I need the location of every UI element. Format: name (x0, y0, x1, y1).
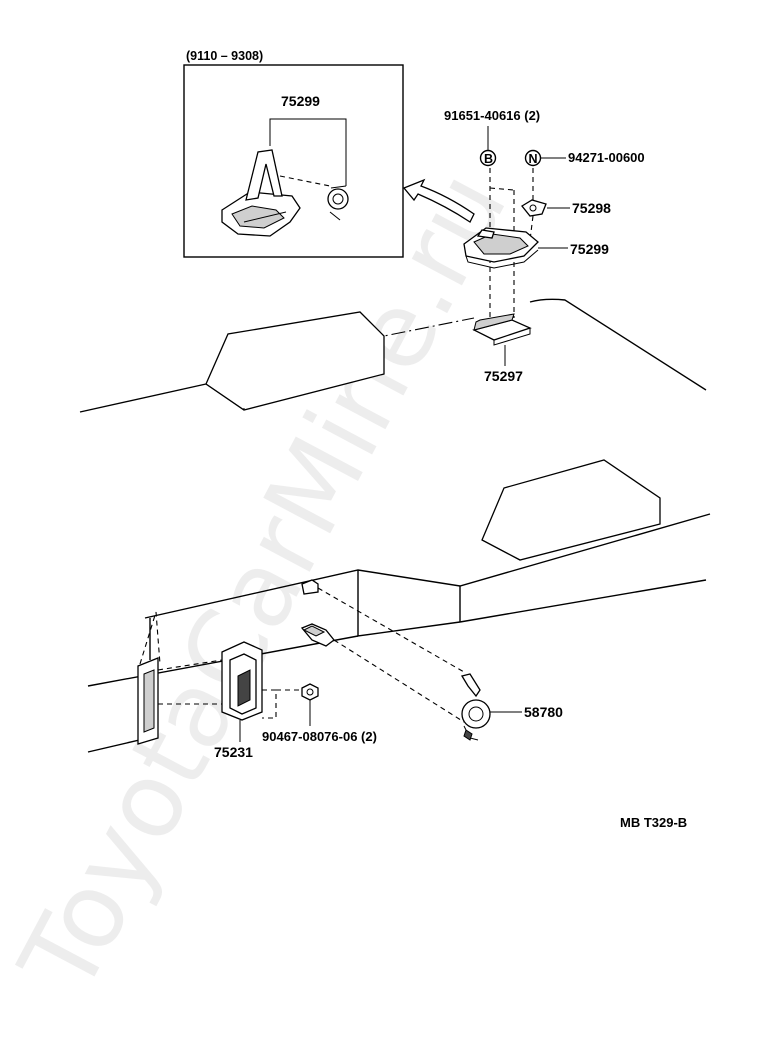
screw-drawing (301, 683, 319, 701)
diagram-reference-code: MB T329-B (620, 815, 687, 830)
watermark: ToyotaCarMine.ru (0, 152, 531, 1012)
inset-part-label: 75299 (281, 93, 320, 109)
bolt-marker: B (479, 149, 497, 167)
clip-dash-lower (333, 639, 465, 723)
nut-75298-drawing (521, 199, 547, 217)
bracket-75299-drawing (463, 227, 539, 269)
upper-vehicle-outline (79, 298, 707, 413)
lamp-dash-screw (262, 689, 277, 719)
svg-text:N: N (529, 152, 538, 166)
label-58780: 58780 (524, 704, 563, 720)
assembly-line-top (489, 187, 515, 191)
label-75231: 75231 (214, 744, 253, 760)
svg-text:B: B (484, 152, 493, 166)
pad-75297-drawing (472, 313, 532, 346)
lamp-75231-drawing (221, 641, 263, 721)
screw-code-label: 90467-08076-06 (2) (262, 729, 377, 744)
label-75299: 75299 (570, 241, 609, 257)
label-75297: 75297 (484, 368, 523, 384)
reference-arrow (402, 178, 475, 223)
label-75298: 75298 (572, 200, 611, 216)
bolt-code-label: 91651-40616 (2) (444, 108, 540, 123)
clip-lower-drawing (300, 623, 335, 647)
holder-58780-drawing (460, 673, 491, 741)
inset-leader (269, 118, 347, 186)
lamp-dash-top (157, 659, 223, 671)
clip-dash-upper (317, 587, 465, 673)
inset-variant-box: (9110 – 9308) 75299 (183, 49, 404, 258)
nut-marker: N (524, 149, 542, 167)
inset-frame (183, 64, 404, 258)
nut-code-label: 94271-00600 (568, 150, 645, 165)
inset-bracket-drawing (221, 149, 349, 237)
lower-vehicle-outline (87, 459, 711, 753)
inset-date-range: (9110 – 9308) (186, 49, 263, 63)
